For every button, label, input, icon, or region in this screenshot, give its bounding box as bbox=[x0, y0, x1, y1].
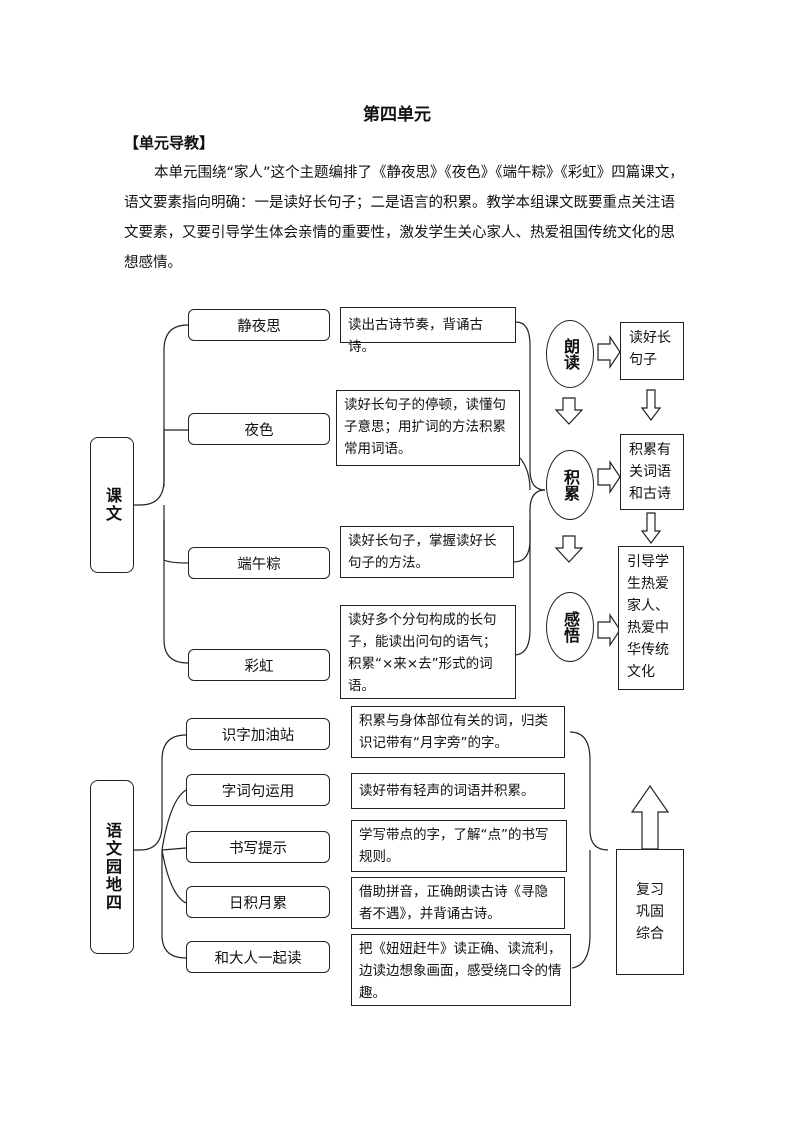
goal-box-langdu: 读好长句子 bbox=[620, 322, 684, 380]
page-title: 第四单元 bbox=[363, 105, 431, 125]
oval-jilei: 积累 bbox=[546, 450, 594, 520]
garden-title-ciju: 字词句运用 bbox=[186, 774, 330, 806]
lesson-title-yese: 夜色 bbox=[188, 413, 330, 445]
lesson-desc-jingyesi: 读出古诗节奏，背诵古诗。 bbox=[340, 307, 516, 355]
garden-title-shuxie: 书写提示 bbox=[186, 831, 330, 863]
oval-ganwu: 感悟 bbox=[546, 592, 594, 662]
lesson-desc-yese: 读好长句子的停顿，读懂句子意思；用扩词的方法积累常用词语。 bbox=[336, 390, 520, 466]
oval-langdu: 朗读 bbox=[546, 320, 594, 388]
garden-title-daren: 和大人一起读 bbox=[186, 941, 330, 973]
garden-desc-shizi: 积累与身体部位有关的词，归类识记带有“月字旁”的字。 bbox=[351, 706, 565, 758]
garden-title-rijiyuelei: 日积月累 bbox=[186, 886, 330, 918]
intro-paragraph: 本单元围绕“家人”这个主题编排了《静夜思》《夜色》《端午粽》《彩虹》四篇课文，语… bbox=[124, 165, 684, 271]
garden-desc-rijiyuelei: 借助拼音，正确朗读古诗《寻隐者不遇》，并背诵古诗。 bbox=[351, 877, 565, 929]
yuandi-side-box: 语文园地四 bbox=[90, 780, 134, 954]
garden-title-shizi: 识字加油站 bbox=[186, 718, 330, 750]
garden-desc-daren: 把《妞妞赶牛》读正确、读流利，边读边想象画面，感受绕口令的情趣。 bbox=[351, 934, 571, 1006]
lesson-desc-caihong: 读好多个分句构成的长句子，能读出问句的语气；积累“×来×去”形式的词语。 bbox=[340, 605, 516, 699]
garden-desc-shuxie: 学写带点的字，了解“点”的书写规则。 bbox=[351, 820, 567, 872]
goal-box-jilei: 积累有关词语和古诗 bbox=[620, 434, 684, 510]
lesson-title-caihong: 彩虹 bbox=[188, 649, 330, 681]
garden-desc-ciju: 读好带有轻声的词语并积累。 bbox=[351, 773, 565, 809]
lesson-title-duanwuzong: 端午粽 bbox=[188, 547, 330, 579]
section-heading: 【单元导教】 bbox=[124, 134, 215, 152]
goal-box-ganwu: 引导学生热爱家人、热爱中华传统文化 bbox=[618, 546, 684, 690]
summary-box: 复习巩固综合 bbox=[616, 849, 684, 975]
lesson-desc-duanwuzong: 读好长句子，掌握读好长句子的方法。 bbox=[340, 526, 514, 578]
kewen-side-box: 课文 bbox=[90, 437, 134, 573]
lesson-title-jingyesi: 静夜思 bbox=[188, 309, 330, 341]
